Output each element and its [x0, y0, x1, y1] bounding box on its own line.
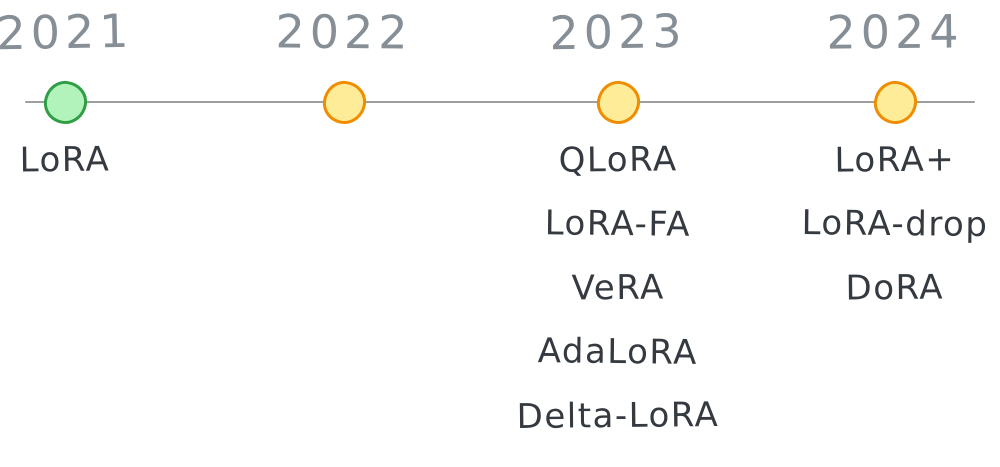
timeline-axis-line: [25, 101, 975, 103]
milestone-dot: [41, 78, 90, 127]
timeline-item: AdaLoRA: [537, 331, 699, 373]
timeline-item: Delta-LoRA: [516, 394, 720, 438]
timeline-item: LoRA-drop: [801, 203, 989, 245]
timeline-item: QLoRA: [558, 139, 678, 181]
milestone-dot: [871, 78, 920, 127]
milestone-dot: [320, 78, 369, 127]
milestone-items: LoRA: [19, 139, 111, 181]
year-label: 2024: [826, 4, 964, 60]
timeline-item: LoRA-FA: [544, 203, 692, 245]
year-label: 2022: [275, 4, 413, 60]
timeline-item: LoRA+: [834, 139, 956, 181]
timeline-item: DoRA: [845, 267, 945, 309]
year-label: 2023: [549, 3, 687, 61]
timeline-item: VeRA: [571, 267, 665, 309]
milestone-items: QLoRA LoRA-FA VeRA AdaLoRA Delta-LoRA: [516, 139, 720, 438]
milestone-items: LoRA+ LoRA-drop DoRA: [801, 139, 989, 309]
timeline-item: LoRA: [19, 139, 111, 181]
milestone-dot: [594, 78, 643, 127]
year-label: 2021: [0, 3, 134, 61]
